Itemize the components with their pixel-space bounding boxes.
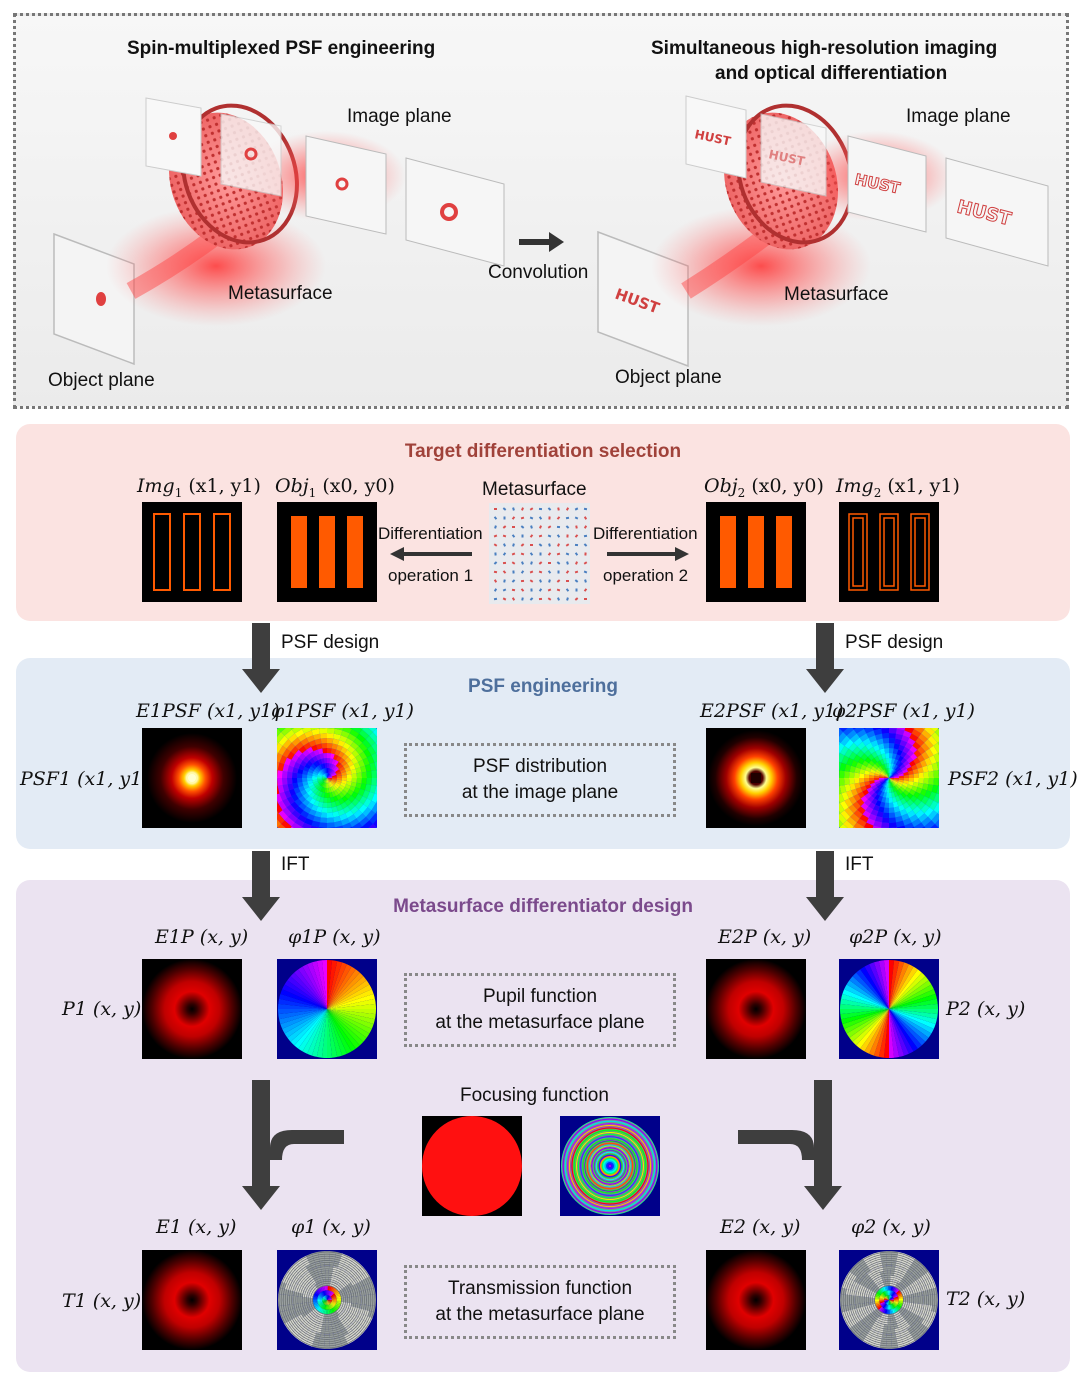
pupil-function-box: Pupil function at the metasurface plane [404,973,676,1047]
obj2-label: Obj2 (x0, y0) [704,475,824,500]
e2p-label: E2P (x, y) [718,926,812,948]
diff-op2-line1: Differentiation [593,524,698,543]
e2psf-label: E2PSF (x1, y1) [700,700,844,722]
phi1p-image [277,959,377,1059]
psf-box-line2: at the image plane [461,782,619,803]
ift-arrow-right [806,851,844,921]
psf2-label: PSF2 (x1, y1) [948,768,1078,790]
right-setup: HUST HUST HUST HUST HUST [597,95,1049,368]
focusing-amplitude-image [422,1116,522,1216]
diff-op1-line1: Differentiation [378,524,483,543]
psf-box-line1: PSF distribution [472,756,608,777]
obj2-image [706,502,806,602]
left-setup [53,97,505,366]
merge-arrow-left [242,1080,346,1212]
e1psf-image [142,728,242,828]
e2-label: E2 (x, y) [720,1216,801,1238]
p1-label: P1 (x, y) [62,998,142,1020]
convolution-label: Convolution [488,262,589,283]
psf-design-right-label: PSF design [845,632,944,653]
lens-phase [561,1117,659,1215]
e2-image [706,1250,806,1350]
metasurface-label: Metasurface [482,479,587,500]
focusing-function-label: Focusing function [460,1085,609,1106]
phi2-image [839,1250,939,1350]
spiral-phase-2 [839,728,939,828]
e1-label: E1 (x, y) [156,1216,237,1238]
phi1-image [277,1250,377,1350]
right-title-line2: and optical differentiation [715,63,948,84]
diff-op1-line2: operation 1 [388,566,474,585]
right-title-line1: Simultaneous high-resolution imaging [651,38,998,59]
transmission-function-box: Transmission function at the metasurface… [404,1265,676,1339]
left-metasurface-label: Metasurface [228,283,333,304]
left-image-plane-label: Image plane [347,106,452,127]
merge-arrow-right [738,1080,842,1212]
e2psf-image [706,728,806,828]
meta-title: Metasurface differentiator design [393,896,693,917]
diff-op2-line2: operation 2 [603,566,689,585]
phi2-label: φ2 (x, y) [851,1216,931,1238]
diff-op2-arrow [607,547,689,561]
img2-label: Img2 (x1, y1) [836,475,960,500]
phi2p-image [839,959,939,1059]
right-metasurface-label: Metasurface [784,284,889,305]
img2-image [839,502,939,602]
ift-arrow-left [242,851,280,921]
p2-label: P2 (x, y) [946,998,1026,1020]
target-title: Target differentiation selection [404,441,682,462]
focusing-phase-image [560,1116,660,1216]
psf1-label: PSF1 (x1, y1) [20,768,150,790]
phi2p-label: φ2P (x, y) [849,926,942,948]
pupil-box-line2: at the metasurface plane [435,1012,645,1033]
left-title: Spin-multiplexed PSF engineering [127,38,436,59]
e1p-label: E1P (x, y) [155,926,249,948]
phi1-label: φ1 (x, y) [291,1216,371,1238]
left-object-plane-label: Object plane [48,370,155,391]
phi2psf-image [839,728,939,828]
psf-title: PSF engineering [468,676,618,697]
psf-design-left-label: PSF design [281,632,380,653]
transmission-phase-1 [278,1251,376,1349]
pupil-box-line1: Pupil function [482,986,598,1007]
phi2psf-label: φ2PSF (x1, y1) [832,700,975,722]
metasurface-pattern-image [489,503,590,604]
vortex-phase-2 [840,960,938,1058]
panel-a-illustration: HUST HUST HUST HUST HUST [53,95,1049,368]
psf-distribution-box: PSF distribution at the image plane [404,743,676,817]
e1p-image [142,959,242,1059]
ift-left-label: IFT [281,854,310,875]
psf-design-arrow-right [806,623,844,693]
trans-box-line1: Transmission function [447,1278,633,1299]
e2p-image [706,959,806,1059]
phi1psf-label: φ1PSF (x1, y1) [271,700,414,722]
transmission-phase-2 [840,1251,938,1349]
t1-label: T1 (x, y) [62,1290,142,1312]
obj1-image [277,502,377,602]
e1psf-label: E1PSF (x1, y1) [136,700,280,722]
panel-a-frame: HUST HUST HUST HUST HUST [13,13,1069,409]
img1-label: Img1 (x1, y1) [137,475,261,500]
vortex-phase-1 [278,960,376,1058]
t2-label: T2 (x, y) [946,1288,1026,1310]
right-object-plane-label: Object plane [615,367,722,388]
right-image-plane-label: Image plane [906,106,1011,127]
obj1-label: Obj1 (x0, y0) [275,475,395,500]
psf-design-arrow-left [242,623,280,693]
spiral-phase-1 [277,728,377,828]
e1-image [142,1250,242,1350]
ift-right-label: IFT [845,854,874,875]
phi1p-label: φ1P (x, y) [288,926,381,948]
convolution-arrow [519,232,564,252]
phi1psf-image [277,728,377,828]
img1-image [142,502,242,602]
trans-box-line2: at the metasurface plane [435,1304,645,1325]
diff-op1-arrow [390,547,472,561]
